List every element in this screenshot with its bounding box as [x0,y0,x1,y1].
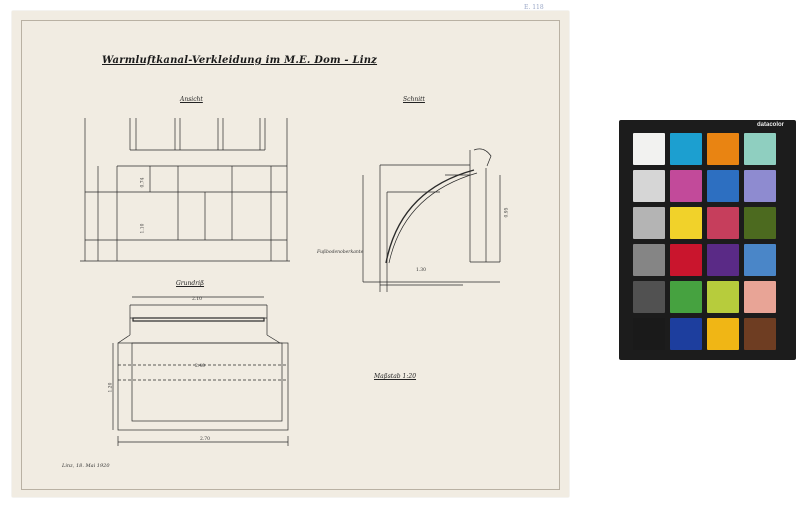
dim-plan-top: 2.10 [192,297,203,302]
sheet-border [21,20,560,490]
color-patch [670,244,702,276]
color-calibration-card: datacolor [619,120,796,360]
color-patch [707,244,739,276]
color-patch [744,133,776,165]
dim-plan-inner: 2.40 [195,364,206,369]
color-patch [670,318,702,350]
plan-label: Grundriß [176,280,205,287]
color-patch [744,281,776,313]
archive-mark: E. 118 [524,4,544,11]
color-patch [633,170,665,202]
drawing-sheet [12,11,569,497]
color-patch [670,281,702,313]
color-patch [670,133,702,165]
color-patch [707,133,739,165]
scale-label: Maßstab 1:20 [374,373,417,380]
drawing-title: Warmluftkanal-Verkleidung im M.E. Dom - … [102,55,378,66]
section-label: Schnitt [403,96,425,103]
elevation-label: Ansicht [180,96,203,103]
signature: Linz, 18. Mai 1920 [62,463,110,469]
color-patch [707,207,739,239]
color-patch [633,281,665,313]
color-patch [744,244,776,276]
card-brand: datacolor [756,122,784,128]
color-patch [744,318,776,350]
section-drawing [362,148,501,292]
elevation-drawing [80,118,290,262]
color-patch [707,318,739,350]
color-patch [670,170,702,202]
color-patch [633,133,665,165]
dim-plan-bottom: 2.70 [200,437,211,442]
color-patch [707,281,739,313]
color-patch [670,207,702,239]
color-patch [744,170,776,202]
color-patch [744,207,776,239]
color-patch [633,318,665,350]
dim-section-base: 1.30 [416,268,427,273]
color-patch [707,170,739,202]
color-patch [633,244,665,276]
plan-drawing [112,296,289,446]
floor-note: Fußbodenoberkante [317,250,364,255]
color-patch [633,207,665,239]
